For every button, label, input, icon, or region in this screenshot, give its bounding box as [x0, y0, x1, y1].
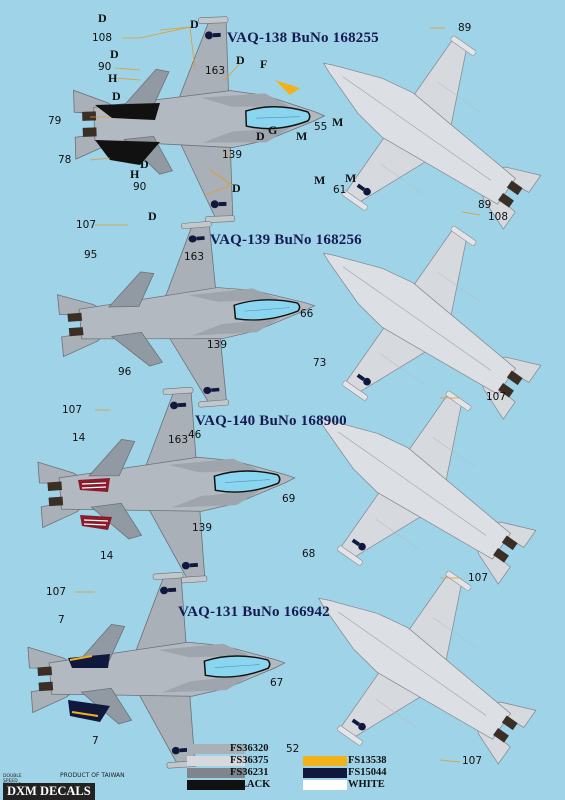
- callout-label: H: [108, 71, 118, 85]
- callout-label: 90: [133, 181, 147, 193]
- callout-label: 68: [302, 548, 316, 560]
- callout-label: 61: [333, 184, 347, 196]
- callout-label: 96: [118, 366, 132, 378]
- callout-label: D: [190, 17, 199, 31]
- callout-label: 107: [46, 586, 67, 598]
- callout-label: D: [256, 129, 265, 143]
- callout-label: 163: [184, 251, 205, 263]
- legend-swatch: [303, 780, 347, 790]
- legend-label: FS36375: [230, 755, 269, 766]
- legend-label: FS15044: [348, 767, 387, 778]
- callout-label: 79: [48, 115, 62, 127]
- callout-label: F: [260, 57, 268, 71]
- callout-label: 107: [76, 219, 97, 231]
- callout-label: 66: [300, 308, 314, 320]
- vaq140-tail-marking: [78, 478, 112, 530]
- vaq131-tail-marking: [68, 654, 110, 722]
- aircraft-vaq140-bottom: [262, 338, 565, 638]
- vaq138-tail-marking: [95, 80, 300, 165]
- callout-label: 163: [205, 65, 226, 77]
- legend-label: FS13538: [348, 755, 387, 766]
- section-title: VAQ-139 BuNo 168256: [210, 232, 362, 248]
- legend-label: BLACK: [233, 779, 271, 790]
- callout-leaders: [75, 26, 481, 763]
- callout-label: D: [232, 181, 241, 195]
- callout-label: H: [130, 167, 140, 181]
- callout-label: 89: [478, 199, 492, 211]
- callout-label: 95: [84, 249, 98, 261]
- legend-swatch: [187, 768, 245, 778]
- callout-label: 107: [62, 404, 83, 416]
- callout-label: D: [98, 11, 107, 25]
- callout-label: D: [236, 53, 245, 67]
- callout-label: 107: [486, 391, 507, 403]
- callout-label: D: [110, 47, 119, 61]
- callout-label: M: [332, 115, 344, 129]
- callout-label: 55: [314, 121, 328, 133]
- callout-label: 89: [458, 22, 472, 34]
- callout-label: 7: [92, 735, 99, 747]
- callout-label: M: [345, 171, 357, 185]
- section-title: VAQ-131 BuNo 166942: [178, 604, 330, 620]
- legend-swatch: [303, 768, 347, 778]
- section-title: VAQ-140 BuNo 168900: [195, 413, 347, 429]
- callout-label: 163: [168, 434, 189, 446]
- callout-label: 108: [92, 32, 113, 44]
- brand-name: DXM DECALS: [3, 783, 95, 800]
- callout-label: 14: [72, 432, 86, 444]
- callout-label: G: [268, 123, 278, 137]
- callout-label: 139: [192, 522, 213, 534]
- legend-swatch: [303, 756, 347, 766]
- callout-label: 67: [270, 677, 284, 689]
- callout-label: 108: [488, 211, 509, 223]
- callout-label: 78: [58, 154, 72, 166]
- callout-label: 69: [282, 493, 296, 505]
- callout-label: 46: [188, 429, 202, 441]
- legend-swatch: [187, 780, 245, 790]
- callout-label: 107: [462, 755, 483, 767]
- section-title: VAQ-138 BuNo 168255: [227, 30, 379, 46]
- callout-label: 14: [100, 550, 114, 562]
- callout-label: M: [296, 129, 308, 143]
- callout-label: 73: [313, 357, 327, 369]
- callout-label: 7: [58, 614, 65, 626]
- callout-label: D: [148, 209, 157, 223]
- legend-label: WHITE: [348, 779, 385, 790]
- callout-label: 139: [207, 339, 228, 351]
- callout-label: M: [314, 173, 326, 187]
- callout-label: 52: [286, 743, 300, 755]
- legend-label: FS36320: [230, 743, 269, 754]
- product-origin: PRODUCT OF TAIWAN: [60, 772, 125, 779]
- legend-label: FS36231: [230, 767, 269, 778]
- callout-label: 107: [468, 572, 489, 584]
- callout-label: 90: [98, 61, 112, 73]
- legend-swatch: [187, 744, 245, 754]
- callout-label: D: [112, 89, 121, 103]
- callout-label: D: [140, 157, 149, 171]
- legend-swatch: [187, 756, 245, 766]
- callout-label: 139: [222, 149, 243, 161]
